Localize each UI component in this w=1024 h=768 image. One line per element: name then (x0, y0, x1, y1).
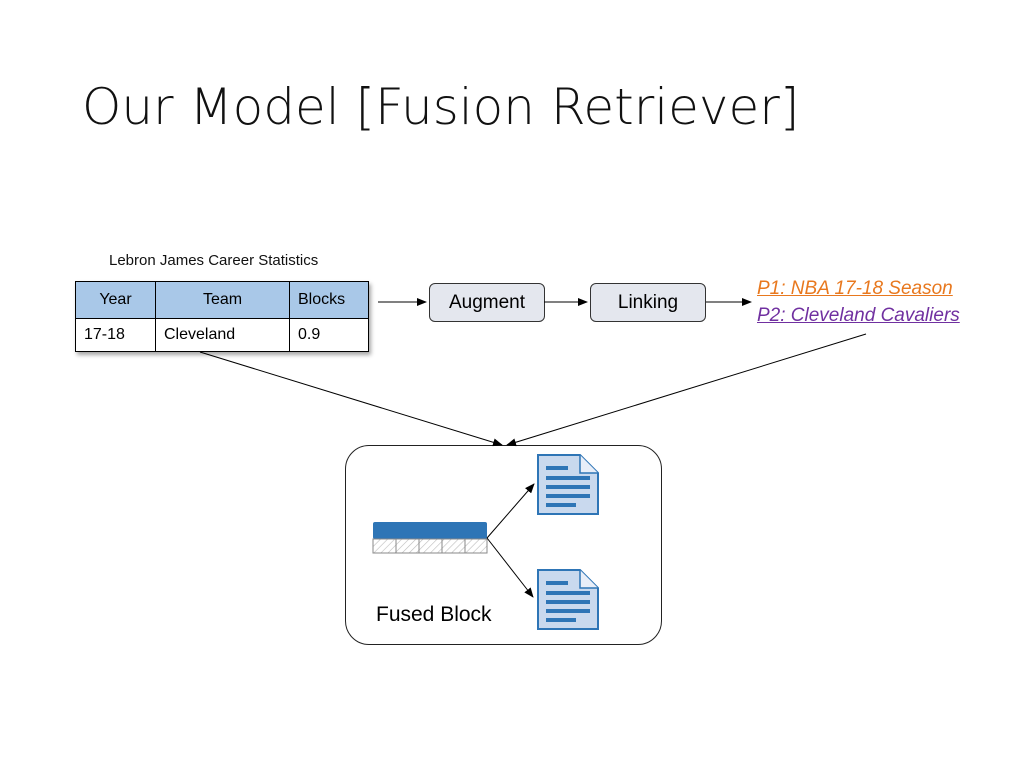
table-cell-blocks: 0.9 (289, 318, 369, 352)
augment-label: Augment (448, 291, 526, 313)
table-header-year: Year (75, 281, 156, 319)
table-row: 17-18 Cleveland 0.9 (75, 318, 369, 352)
arrow-table-to-fused (199, 351, 503, 447)
table-block-icon (372, 522, 488, 554)
stats-table: Year Team Blocks 17-18 Cleveland 0.9 (75, 281, 369, 352)
table-header-row: Year Team Blocks (75, 281, 369, 319)
arrow-block-to-doc-bottom (486, 537, 534, 598)
arrow-passages-to-fused (506, 333, 867, 447)
document-icon (537, 454, 599, 515)
page-title: Our Model [Fusion Retriever] (82, 78, 800, 136)
table-cell-year: 17-18 (75, 318, 156, 352)
augment-box: Augment (429, 283, 545, 322)
table-header-blocks: Blocks (289, 281, 369, 319)
fused-block-label: Fused Block (376, 603, 492, 626)
passage-link-p1[interactable]: P1: NBA 17-18 Season (757, 278, 953, 299)
arrow-block-to-doc-top (486, 483, 535, 539)
passage-link-p2[interactable]: P2: Cleveland Cavaliers (757, 305, 960, 326)
table-caption: Lebron James Career Statistics (109, 252, 319, 269)
table-cell-team: Cleveland (155, 318, 290, 352)
linking-label: Linking (617, 291, 679, 313)
document-icon (537, 569, 599, 630)
linking-box: Linking (590, 283, 706, 322)
